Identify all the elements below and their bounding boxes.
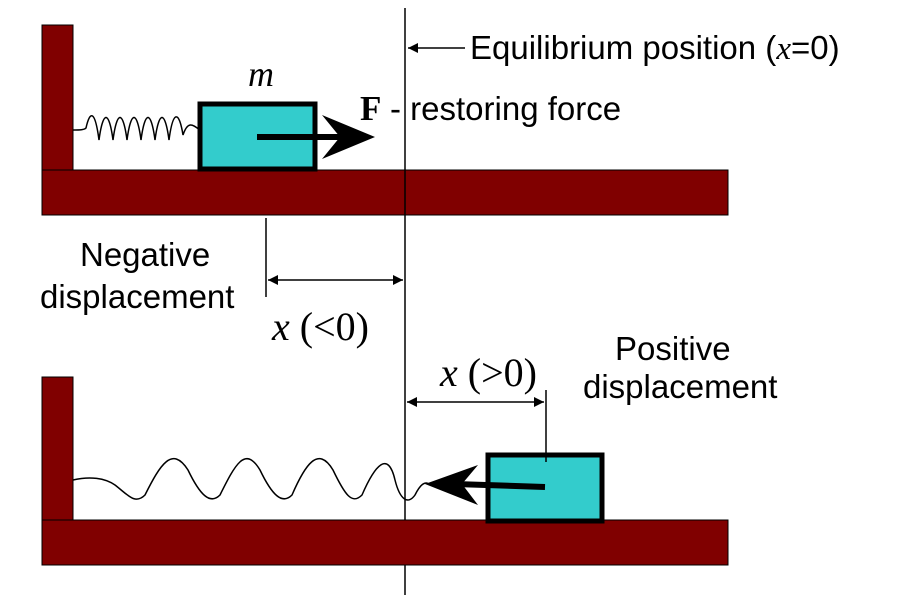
top-floor (41, 169, 729, 216)
positive-label-line1: Positive (615, 330, 731, 367)
bottom-spring (72, 457, 431, 501)
force-description: - restoring force (390, 90, 621, 127)
bottom-force-arrow-shaft (454, 481, 546, 490)
mass-symbol: m (248, 54, 274, 94)
top-spring (72, 115, 201, 141)
bottom-force-arrowhead (425, 465, 478, 505)
positive-x-label: x(>0) (439, 350, 537, 395)
negative-x-label: x(<0) (271, 304, 369, 349)
top-force-arrowhead (322, 115, 375, 159)
negative-label-line1: Negative (80, 236, 210, 273)
bottom-wall (41, 376, 74, 523)
top-wall (41, 24, 74, 173)
equilibrium-label: Equilibrium position (x=0) (470, 29, 840, 67)
force-symbol: F (360, 89, 381, 128)
positive-label-line2: displacement (583, 368, 777, 405)
bottom-floor (41, 519, 729, 566)
negative-label-line2: displacement (40, 278, 234, 315)
